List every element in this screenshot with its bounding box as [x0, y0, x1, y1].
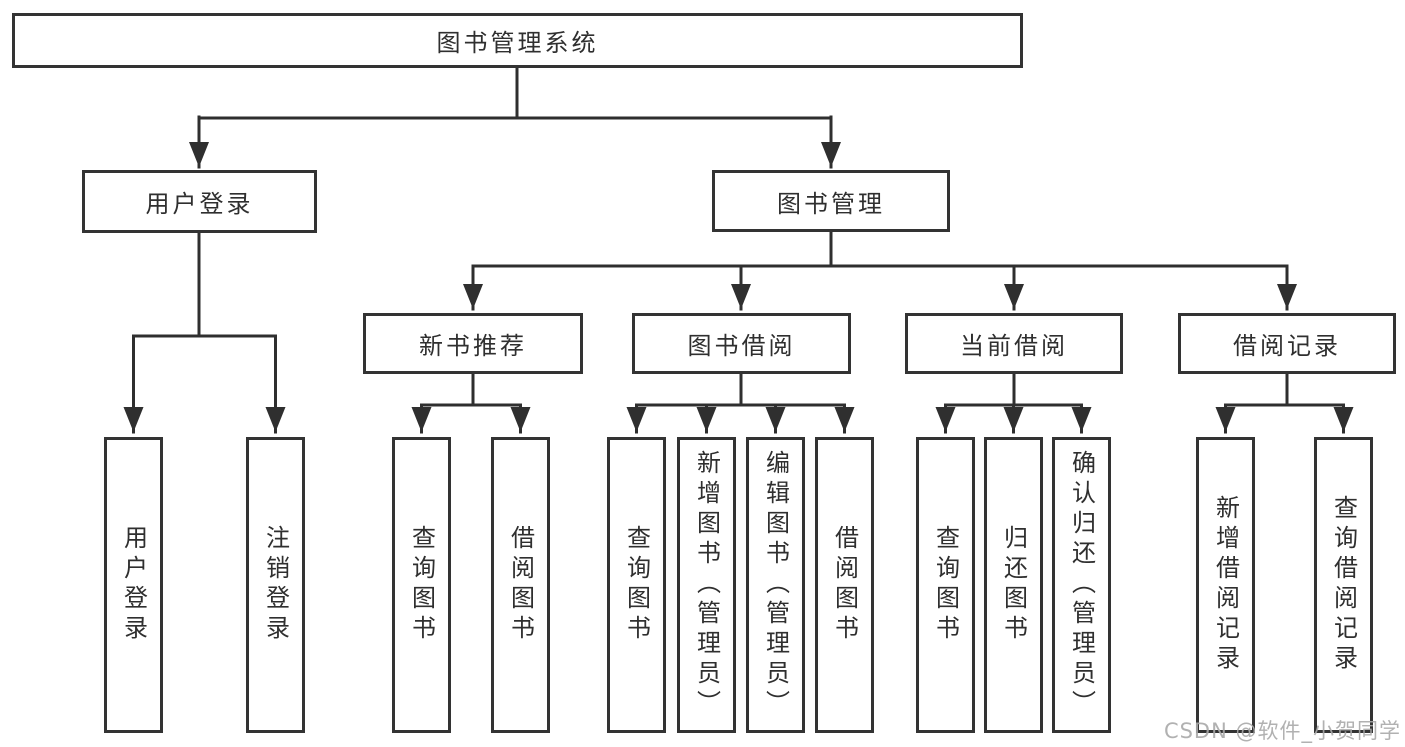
node-new-book-recommend-label: 新书推荐 — [419, 332, 527, 360]
node-user-login-label: 用户登录 — [145, 190, 254, 218]
node-root-system: 图书管理系统 — [12, 13, 1023, 68]
leaf-borrow-books-1-label: 借阅图书 — [506, 525, 535, 645]
leaf-query-borrow-record-label: 查询借阅记录 — [1329, 495, 1358, 675]
leaf-borrow-books-1: 借阅图书 — [491, 437, 550, 733]
leaf-confirm-return-admin-label: 确认归还（管理员） — [1067, 450, 1096, 720]
leaf-logout: 注销登录 — [246, 437, 305, 733]
leaf-add-borrow-record: 新增借阅记录 — [1196, 437, 1255, 733]
connector-current-borrow — [944, 372, 1083, 407]
connector-borrow-records — [1224, 372, 1345, 407]
connector-book-borrow — [635, 372, 846, 407]
leaf-query-books-2-label: 查询图书 — [622, 525, 651, 645]
leaf-confirm-return-admin: 确认归还（管理员） — [1052, 437, 1111, 733]
connector-user-login — [132, 231, 277, 338]
leaf-return-books-label: 归还图书 — [999, 525, 1028, 645]
node-book-management-label: 图书管理 — [777, 189, 885, 218]
node-current-borrowing: 当前借阅 — [905, 313, 1123, 374]
node-user-login: 用户登录 — [82, 170, 317, 233]
leaf-query-books-1: 查询图书 — [392, 437, 451, 733]
leaf-return-books: 归还图书 — [984, 437, 1043, 733]
node-book-borrowing-label: 图书借阅 — [687, 332, 796, 360]
leaf-add-borrow-record-label: 新增借阅记录 — [1211, 495, 1240, 675]
connector-root — [197, 64, 833, 120]
leaf-edit-books-admin: 编辑图书（管理员） — [746, 437, 805, 733]
leaf-borrow-books-2-label: 借阅图书 — [830, 525, 859, 645]
leaf-logout-label: 注销登录 — [261, 525, 290, 645]
node-book-management: 图书管理 — [712, 170, 950, 232]
leaf-edit-books-admin-label: 编辑图书（管理员） — [761, 450, 790, 720]
leaf-user-login-label: 用户登录 — [119, 525, 148, 645]
csdn-watermark: CSDN @软件_小贺同学 — [1163, 719, 1401, 743]
leaf-query-books-2: 查询图书 — [607, 437, 666, 733]
node-new-book-recommend: 新书推荐 — [363, 313, 583, 374]
leaf-query-borrow-record: 查询借阅记录 — [1314, 437, 1373, 733]
node-borrowing-records-label: 借阅记录 — [1233, 332, 1341, 360]
node-root-label: 图书管理系统 — [436, 29, 599, 57]
leaf-query-books-3: 查询图书 — [916, 437, 975, 733]
node-borrowing-records: 借阅记录 — [1178, 313, 1396, 374]
leaf-query-books-1-label: 查询图书 — [407, 525, 436, 645]
leaf-add-books-admin: 新增图书（管理员） — [677, 437, 736, 733]
connector-book-mgmt — [471, 230, 1289, 268]
node-current-borrowing-label: 当前借阅 — [960, 332, 1068, 360]
leaf-add-books-admin-label: 新增图书（管理员） — [692, 450, 721, 720]
leaf-borrow-books-2: 借阅图书 — [815, 437, 874, 733]
connector-new-books — [420, 372, 522, 407]
node-book-borrowing: 图书借阅 — [632, 313, 851, 374]
leaf-query-books-3-label: 查询图书 — [931, 525, 960, 645]
leaf-user-login: 用户登录 — [104, 437, 163, 733]
